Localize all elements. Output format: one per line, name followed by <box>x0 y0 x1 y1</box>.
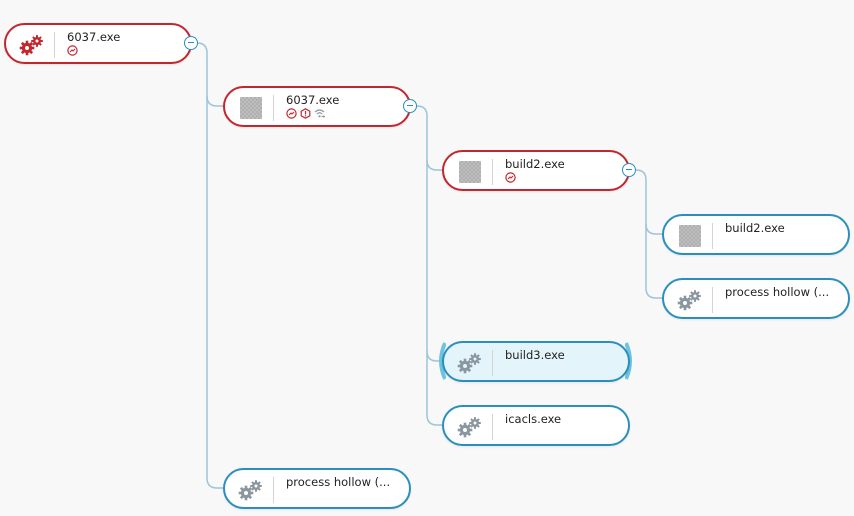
red-gears-icon <box>18 33 46 57</box>
connector-n1-n2 <box>206 95 223 107</box>
node-divider <box>273 95 274 121</box>
process-node[interactable]: build2.exe <box>662 214 850 255</box>
collapse-toggle[interactable] <box>403 99 417 113</box>
process-node[interactable]: 6037.exe <box>223 86 411 127</box>
badge-row <box>67 45 78 57</box>
badge-row <box>286 108 325 120</box>
badge-row <box>505 172 516 184</box>
selection-bracket-right <box>625 342 632 380</box>
node-divider <box>712 223 713 249</box>
file-thumbnail-icon <box>676 224 704 248</box>
gray-gears-icon <box>456 351 484 375</box>
process-name: 6037.exe <box>286 93 340 107</box>
selection-bracket-left <box>439 342 446 380</box>
process-node[interactable]: build2.exe <box>442 150 630 191</box>
spawn-badge-icon <box>286 108 297 119</box>
gray-gears-icon <box>456 415 484 439</box>
process-name: 6037.exe <box>67 30 121 44</box>
process-node[interactable]: 6037.exe <box>4 23 192 64</box>
spawn-badge-icon <box>505 172 516 183</box>
process-name: build3.exe <box>505 348 565 362</box>
connector-n1-trunk <box>196 42 223 489</box>
node-divider <box>712 287 713 313</box>
hexagon-alert-badge-icon <box>300 108 311 119</box>
node-divider <box>54 32 55 58</box>
process-node-selected[interactable]: build3.exe <box>442 341 630 382</box>
process-node[interactable]: icacls.exe <box>442 405 630 446</box>
connector-n2-n3 <box>426 159 442 171</box>
collapse-toggle[interactable] <box>184 36 198 50</box>
node-divider <box>492 414 493 440</box>
node-divider <box>273 477 274 503</box>
connector-n3-n4 <box>645 223 662 235</box>
spawn-badge-icon <box>67 45 78 56</box>
gray-gears-icon <box>676 288 704 312</box>
process-node[interactable]: process hollow (... <box>662 278 850 319</box>
connector-n3-trunk <box>635 169 662 299</box>
process-name: build2.exe <box>505 157 565 171</box>
file-thumbnail-icon <box>456 160 484 184</box>
collapse-toggle[interactable] <box>622 163 636 177</box>
connector-n2-n6 <box>426 350 442 362</box>
process-name: process hollow (... <box>286 475 391 489</box>
network-badge-icon <box>314 109 325 118</box>
process-name: build2.exe <box>725 221 785 235</box>
gray-gears-icon <box>237 478 265 502</box>
process-node[interactable]: process hollow (... <box>223 468 411 509</box>
node-divider <box>492 350 493 376</box>
connector-n2-trunk <box>416 105 442 426</box>
file-thumbnail-icon <box>237 96 265 120</box>
node-divider <box>492 159 493 185</box>
process-name: process hollow (... <box>725 285 830 299</box>
process-name: icacls.exe <box>505 412 562 426</box>
